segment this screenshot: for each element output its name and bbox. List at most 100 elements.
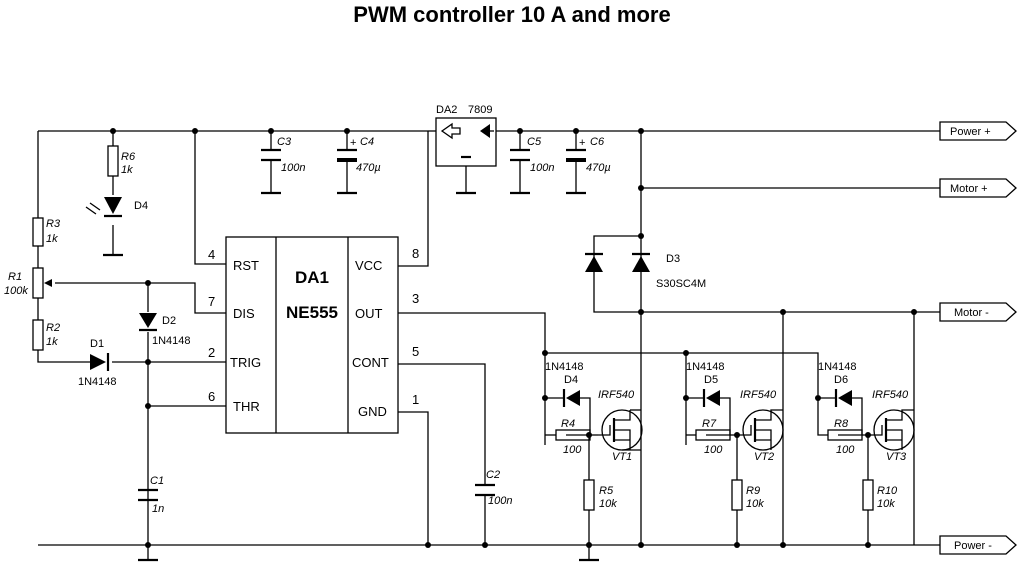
svg-text:10k: 10k <box>599 498 617 510</box>
svg-text:R2: R2 <box>46 322 60 334</box>
svg-text:C4: C4 <box>360 136 374 148</box>
mosfet-vt1: IRF540 VT1 <box>598 389 643 463</box>
svg-text:S30SC4M: S30SC4M <box>656 278 706 290</box>
svg-text:R3: R3 <box>46 218 61 230</box>
diode-d3b <box>632 256 650 272</box>
svg-text:10k: 10k <box>877 498 895 510</box>
diode-d6 <box>838 390 852 406</box>
svg-text:Motor -: Motor - <box>954 307 989 319</box>
svg-text:1N4148: 1N4148 <box>818 361 857 373</box>
ic-ref: DA1 <box>295 268 329 287</box>
connector-power-plus <box>939 121 1017 141</box>
svg-text:100: 100 <box>836 444 855 456</box>
resistor-r4 <box>555 429 591 441</box>
diode-d2 <box>139 313 157 328</box>
pin-name-vcc: VCC <box>355 258 382 273</box>
pin-name-trig: TRIG <box>230 355 261 370</box>
diodes: D1 1N4148 D2 1N4148 D4 D3 S30SC4M D4 1N4… <box>78 197 857 407</box>
capacitor-c3 <box>261 148 281 162</box>
capacitor-c2 <box>475 483 495 497</box>
svg-text:+: + <box>350 137 356 149</box>
resistors: R6 1k R3 1k R1 100k R2 1k R4 100 R5 10k … <box>4 145 898 511</box>
ne555-chip: DA1 NE555 RST DIS TRIG THR VCC OUT CONT … <box>208 236 419 434</box>
svg-text:470µ: 470µ <box>586 162 611 174</box>
svg-text:R10: R10 <box>877 485 898 497</box>
pin-num-5: 5 <box>412 344 419 359</box>
svg-text:1N4148: 1N4148 <box>686 361 725 373</box>
regulator-ref: DA2 <box>436 104 457 116</box>
voltage-regulator: DA2 7809 <box>435 104 497 167</box>
svg-text:100: 100 <box>704 444 723 456</box>
svg-text:R8: R8 <box>834 418 849 430</box>
capacitor-c6 <box>566 158 586 162</box>
capacitor-c1 <box>138 488 158 502</box>
svg-text:100: 100 <box>563 444 582 456</box>
pin-name-out: OUT <box>355 306 383 321</box>
junctions <box>110 128 917 548</box>
pin-num-3: 3 <box>412 291 419 306</box>
svg-text:VT2: VT2 <box>754 451 774 463</box>
svg-text:R5: R5 <box>599 485 614 497</box>
pin-num-1: 1 <box>412 392 419 407</box>
connectors: Power + Motor + Motor - Power - <box>939 121 1017 555</box>
svg-text:R9: R9 <box>746 485 760 497</box>
resistor-r2 <box>32 319 44 351</box>
pin-name-thr: THR <box>233 399 260 414</box>
svg-text:IRF540: IRF540 <box>872 389 909 401</box>
svg-text:D4: D4 <box>134 200 148 212</box>
diode-d5 <box>706 390 720 406</box>
svg-text:100n: 100n <box>530 162 554 174</box>
regulator-type: 7809 <box>468 104 492 116</box>
svg-text:+: + <box>579 137 585 149</box>
svg-text:D2: D2 <box>162 315 176 327</box>
svg-text:VT1: VT1 <box>612 451 632 463</box>
resistor-r9 <box>731 479 743 511</box>
svg-text:D6: D6 <box>834 374 848 386</box>
connector-power-minus <box>939 535 1017 555</box>
svg-text:R4: R4 <box>561 418 575 430</box>
svg-text:C2: C2 <box>486 469 500 481</box>
svg-text:Power -: Power - <box>954 540 992 552</box>
svg-text:R1: R1 <box>8 271 22 283</box>
svg-text:100k: 100k <box>4 285 28 297</box>
resistor-r10 <box>862 479 874 511</box>
svg-text:1N4148: 1N4148 <box>78 376 117 388</box>
resistor-r6 <box>107 145 119 177</box>
svg-text:10k: 10k <box>746 498 764 510</box>
pin-name-cont: CONT <box>352 355 389 370</box>
diode-d3a <box>585 256 603 272</box>
pin-name-gnd: GND <box>358 404 387 419</box>
pin-num-4: 4 <box>208 247 215 262</box>
svg-text:1k: 1k <box>121 164 133 176</box>
diagram-title: PWM controller 10 A and more <box>353 2 671 27</box>
svg-text:1n: 1n <box>152 503 164 515</box>
svg-text:Motor +: Motor + <box>950 183 988 195</box>
svg-text:1N4148: 1N4148 <box>152 335 191 347</box>
pin-num-8: 8 <box>412 246 419 261</box>
svg-text:D3: D3 <box>666 253 680 265</box>
svg-text:C3: C3 <box>277 136 292 148</box>
mosfet-vt3: IRF540 VT3 <box>872 389 915 463</box>
svg-text:D5: D5 <box>704 374 718 386</box>
svg-text:C6: C6 <box>590 136 605 148</box>
capacitor-c4 <box>337 158 357 162</box>
svg-text:1k: 1k <box>46 233 58 245</box>
svg-text:1N4148: 1N4148 <box>545 361 584 373</box>
pin-num-7: 7 <box>208 294 215 309</box>
diode-d4 <box>566 390 580 406</box>
potentiometer-r1 <box>32 267 44 299</box>
resistor-r5 <box>583 479 595 511</box>
svg-text:D4: D4 <box>564 374 578 386</box>
svg-text:100n: 100n <box>281 162 305 174</box>
svg-text:C1: C1 <box>150 475 164 487</box>
resistor-r8 <box>827 429 863 441</box>
svg-text:IRF540: IRF540 <box>598 389 635 401</box>
mosfets: IRF540 VT1 IRF540 VT2 IRF540 VT3 <box>598 389 915 463</box>
pin-num-2: 2 <box>208 345 215 360</box>
connector-motor-plus <box>939 178 1017 198</box>
mosfet-vt2: IRF540 VT2 <box>740 389 784 463</box>
capacitors: C3 100n + C4 470µ C5 100n + C6 470µ C1 1… <box>138 136 611 515</box>
led-d4 <box>104 197 122 214</box>
svg-text:C5: C5 <box>527 136 542 148</box>
